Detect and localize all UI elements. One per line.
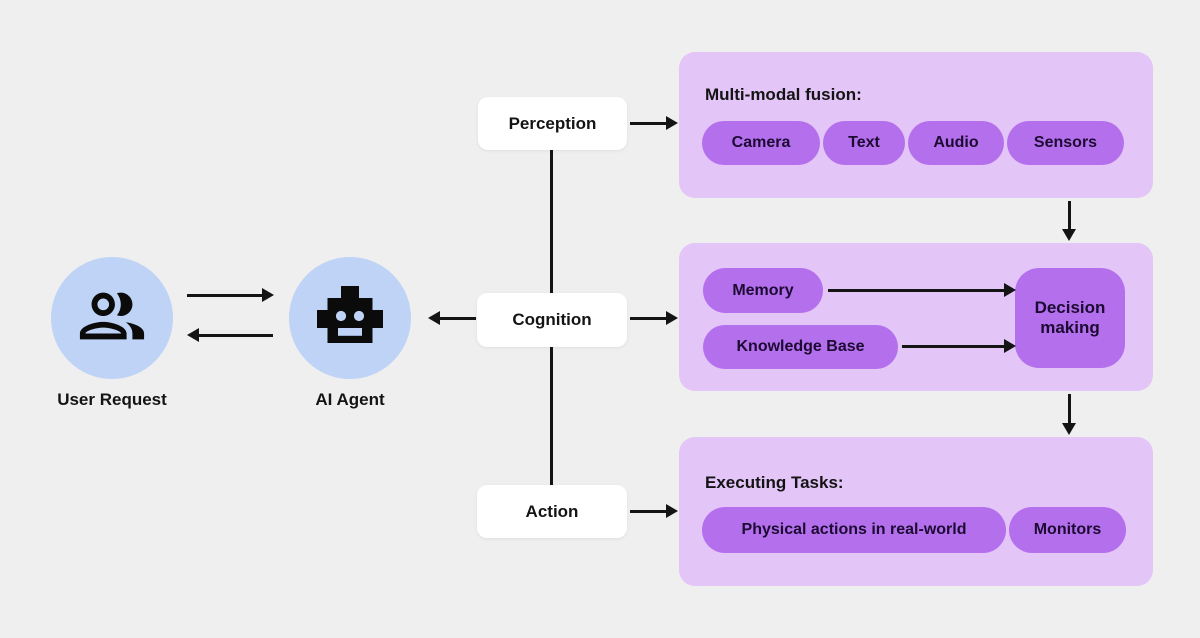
arrow-perception-to-fusion-panel [630, 122, 666, 125]
panel-perception-title: Multi-modal fusion: [705, 85, 862, 104]
pill-physical-actions: Physical actions in real-world [702, 507, 1006, 553]
connector-cognition-action [550, 347, 553, 485]
arrow-user-to-agent [187, 294, 262, 297]
arrow-action-to-tasks-panel [630, 510, 666, 513]
ai-agent-label: AI Agent [315, 390, 385, 409]
robot-icon [314, 285, 386, 352]
pill-sensors: Sensors [1007, 121, 1124, 165]
stage-perception: Perception [478, 97, 627, 150]
decision-making-box: Decision making [1015, 268, 1125, 368]
arrow-cognition-to-cognition-panel [630, 317, 666, 320]
arrow-fusion-panel-to-cognition-panel [1068, 201, 1071, 230]
stage-cognition-label: Cognition [512, 310, 592, 329]
arrow-cognition-to-agent [440, 317, 476, 320]
pill-knowledge-base: Knowledge Base [703, 325, 898, 369]
panel-action: Executing Tasks: Physical actions in rea… [679, 437, 1153, 586]
connector-perception-cognition [550, 150, 553, 293]
user-request-label: User Request [57, 390, 167, 409]
pill-camera: Camera [702, 121, 820, 165]
panel-cognition: Memory Knowledge Base Decision making [679, 243, 1153, 391]
pill-memory: Memory [703, 268, 823, 313]
stage-perception-label: Perception [508, 113, 597, 133]
stage-action: Action [477, 485, 627, 538]
arrow-agent-to-user [199, 334, 273, 337]
panel-perception: Multi-modal fusion: Camera Text Audio Se… [679, 52, 1153, 198]
panel-action-title: Executing Tasks: [705, 473, 844, 492]
arrow-memory-to-decision [828, 289, 1004, 292]
pill-text: Text [823, 121, 905, 165]
user-request-node [51, 257, 173, 379]
arrow-cognition-panel-to-action-panel [1068, 394, 1071, 424]
arrow-knowledge-to-decision [902, 345, 1004, 348]
pill-audio: Audio [908, 121, 1004, 165]
people-icon [77, 281, 147, 356]
stage-cognition: Cognition [477, 293, 627, 347]
pill-monitors: Monitors [1009, 507, 1126, 553]
ai-agent-node [289, 257, 411, 379]
stage-action-label: Action [525, 501, 579, 521]
